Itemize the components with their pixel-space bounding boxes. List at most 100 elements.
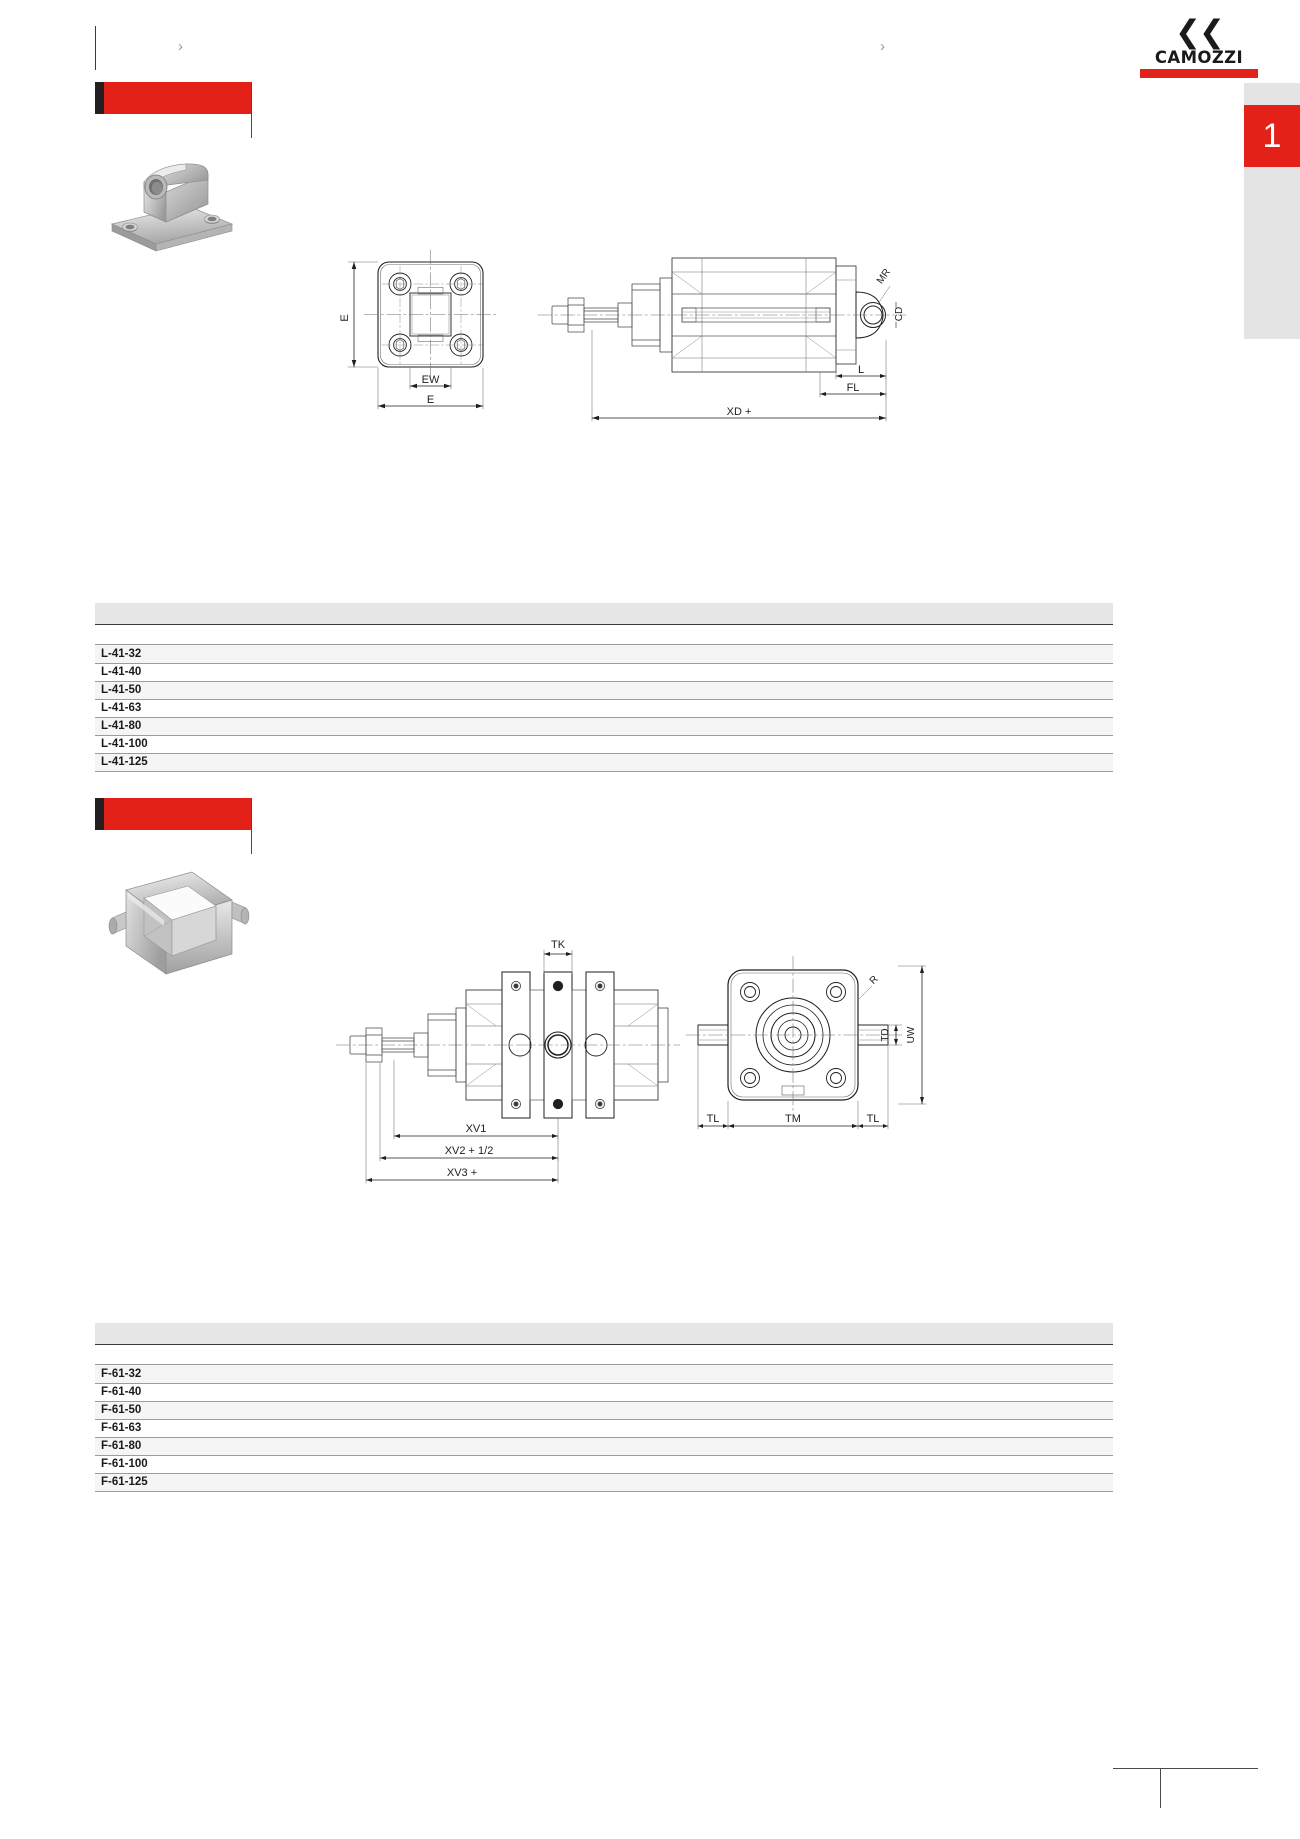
section-1-dark-marker	[95, 82, 104, 114]
part-code-cell: F-61-50	[95, 1401, 245, 1420]
spec-value-cell	[787, 717, 896, 736]
camozzi-logo-mark-icon: ❮❮	[1175, 14, 1225, 50]
spec-value-cell	[787, 681, 896, 700]
svg-text:UW: UW	[906, 1026, 917, 1043]
spec-value-cell	[787, 1401, 896, 1420]
spec-value-cell	[570, 1437, 679, 1456]
section-2-dark-marker	[95, 798, 104, 830]
part-code-cell: F-61-125	[95, 1473, 245, 1492]
spec-value-cell	[1004, 753, 1113, 772]
svg-text:CD: CD	[894, 307, 905, 321]
rear-clevis-mount-photo	[104, 152, 264, 262]
spec-value-cell	[570, 1419, 679, 1438]
table-row: F-61-100	[95, 1455, 1113, 1474]
spec-value-cell	[896, 717, 1005, 736]
svg-text:E: E	[427, 394, 434, 406]
spec-value-cell	[353, 753, 462, 772]
spec-value-cell	[679, 699, 788, 718]
svg-text:XV3 +: XV3 +	[447, 1167, 477, 1179]
spec-value-cell	[353, 735, 462, 754]
section-1-red-bar	[104, 82, 252, 114]
spec-value-cell	[570, 1473, 679, 1492]
table-row: L-41-32	[95, 645, 1113, 664]
spec-value-cell	[679, 645, 788, 664]
table-row: L-41-40	[95, 663, 1113, 682]
spec-value-cell	[896, 1401, 1005, 1420]
spec-value-cell	[787, 1365, 896, 1384]
spec-value-cell	[679, 1455, 788, 1474]
part-code-cell: F-61-63	[95, 1419, 245, 1438]
part-code-cell: F-61-32	[95, 1365, 245, 1384]
spec-value-cell	[353, 699, 462, 718]
spec-value-cell	[462, 1383, 571, 1402]
spec-value-cell	[679, 717, 788, 736]
table-row: L-41-50	[95, 681, 1113, 700]
spec-value-cell	[462, 717, 571, 736]
svg-text:XV1: XV1	[466, 1123, 487, 1135]
svg-text:EW: EW	[422, 374, 440, 386]
svg-text:XV2 + 1/2: XV2 + 1/2	[445, 1145, 494, 1157]
spec-value-cell	[570, 1365, 679, 1384]
table-row: F-61-125	[95, 1473, 1113, 1492]
spec-value-cell	[1004, 1365, 1113, 1384]
spec-value-cell	[896, 1365, 1005, 1384]
svg-text:R: R	[868, 974, 881, 987]
table-row: F-61-40	[95, 1383, 1113, 1402]
svg-text:MR: MR	[875, 267, 893, 286]
chapter-tab-top-spacer	[1244, 83, 1300, 105]
spec-value-cell	[896, 1419, 1005, 1438]
header-divider-rule	[95, 26, 96, 70]
spec-value-cell	[462, 1365, 571, 1384]
section-2-table-header-row	[95, 1345, 1113, 1365]
section-2-red-bar	[104, 798, 252, 830]
spec-value-cell	[353, 1455, 462, 1474]
spec-value-cell	[245, 699, 354, 718]
spec-value-cell	[462, 1473, 571, 1492]
spec-value-cell	[353, 1437, 462, 1456]
spec-value-cell	[353, 1383, 462, 1402]
spec-value-cell	[353, 1401, 462, 1420]
spec-value-cell	[896, 1383, 1005, 1402]
chapter-tab-active[interactable]	[1244, 105, 1300, 167]
spec-value-cell	[462, 699, 571, 718]
spec-value-cell	[896, 1437, 1005, 1456]
spec-value-cell	[679, 735, 788, 754]
part-code-cell: L-41-32	[95, 645, 245, 664]
table-row: L-41-125	[95, 753, 1113, 772]
table-row: F-61-32	[95, 1365, 1113, 1384]
svg-text:L: L	[858, 364, 864, 376]
spec-value-cell	[1004, 1401, 1113, 1420]
table-row: F-61-80	[95, 1437, 1113, 1456]
spec-value-cell	[462, 735, 571, 754]
spec-value-cell	[570, 663, 679, 682]
spec-value-cell	[679, 1383, 788, 1402]
spec-value-cell	[570, 753, 679, 772]
spec-value-cell	[462, 1401, 571, 1420]
spec-value-cell	[245, 1383, 354, 1402]
spec-value-cell	[1004, 1455, 1113, 1474]
spec-value-cell	[896, 645, 1005, 664]
section-1-vertical-rule	[251, 82, 252, 138]
spec-value-cell	[896, 753, 1005, 772]
spec-value-cell	[570, 681, 679, 700]
table-row: F-61-50	[95, 1401, 1113, 1420]
section-2-heading	[95, 798, 495, 856]
spec-value-cell	[679, 1401, 788, 1420]
square-trunnion-bracket-photo	[104, 862, 254, 997]
spec-value-cell	[1004, 699, 1113, 718]
spec-value-cell	[245, 717, 354, 736]
spec-value-cell	[896, 663, 1005, 682]
part-code-cell: L-41-125	[95, 753, 245, 772]
spec-value-cell	[353, 1419, 462, 1438]
spec-value-cell	[1004, 1437, 1113, 1456]
spec-value-cell	[570, 1401, 679, 1420]
section-1-table-band	[95, 603, 1113, 625]
spec-value-cell	[245, 753, 354, 772]
spec-value-cell	[570, 735, 679, 754]
section-1-table-header-row	[95, 625, 1113, 645]
spec-value-cell	[245, 1419, 354, 1438]
spec-value-cell	[570, 1383, 679, 1402]
spec-value-cell	[245, 1365, 354, 1384]
